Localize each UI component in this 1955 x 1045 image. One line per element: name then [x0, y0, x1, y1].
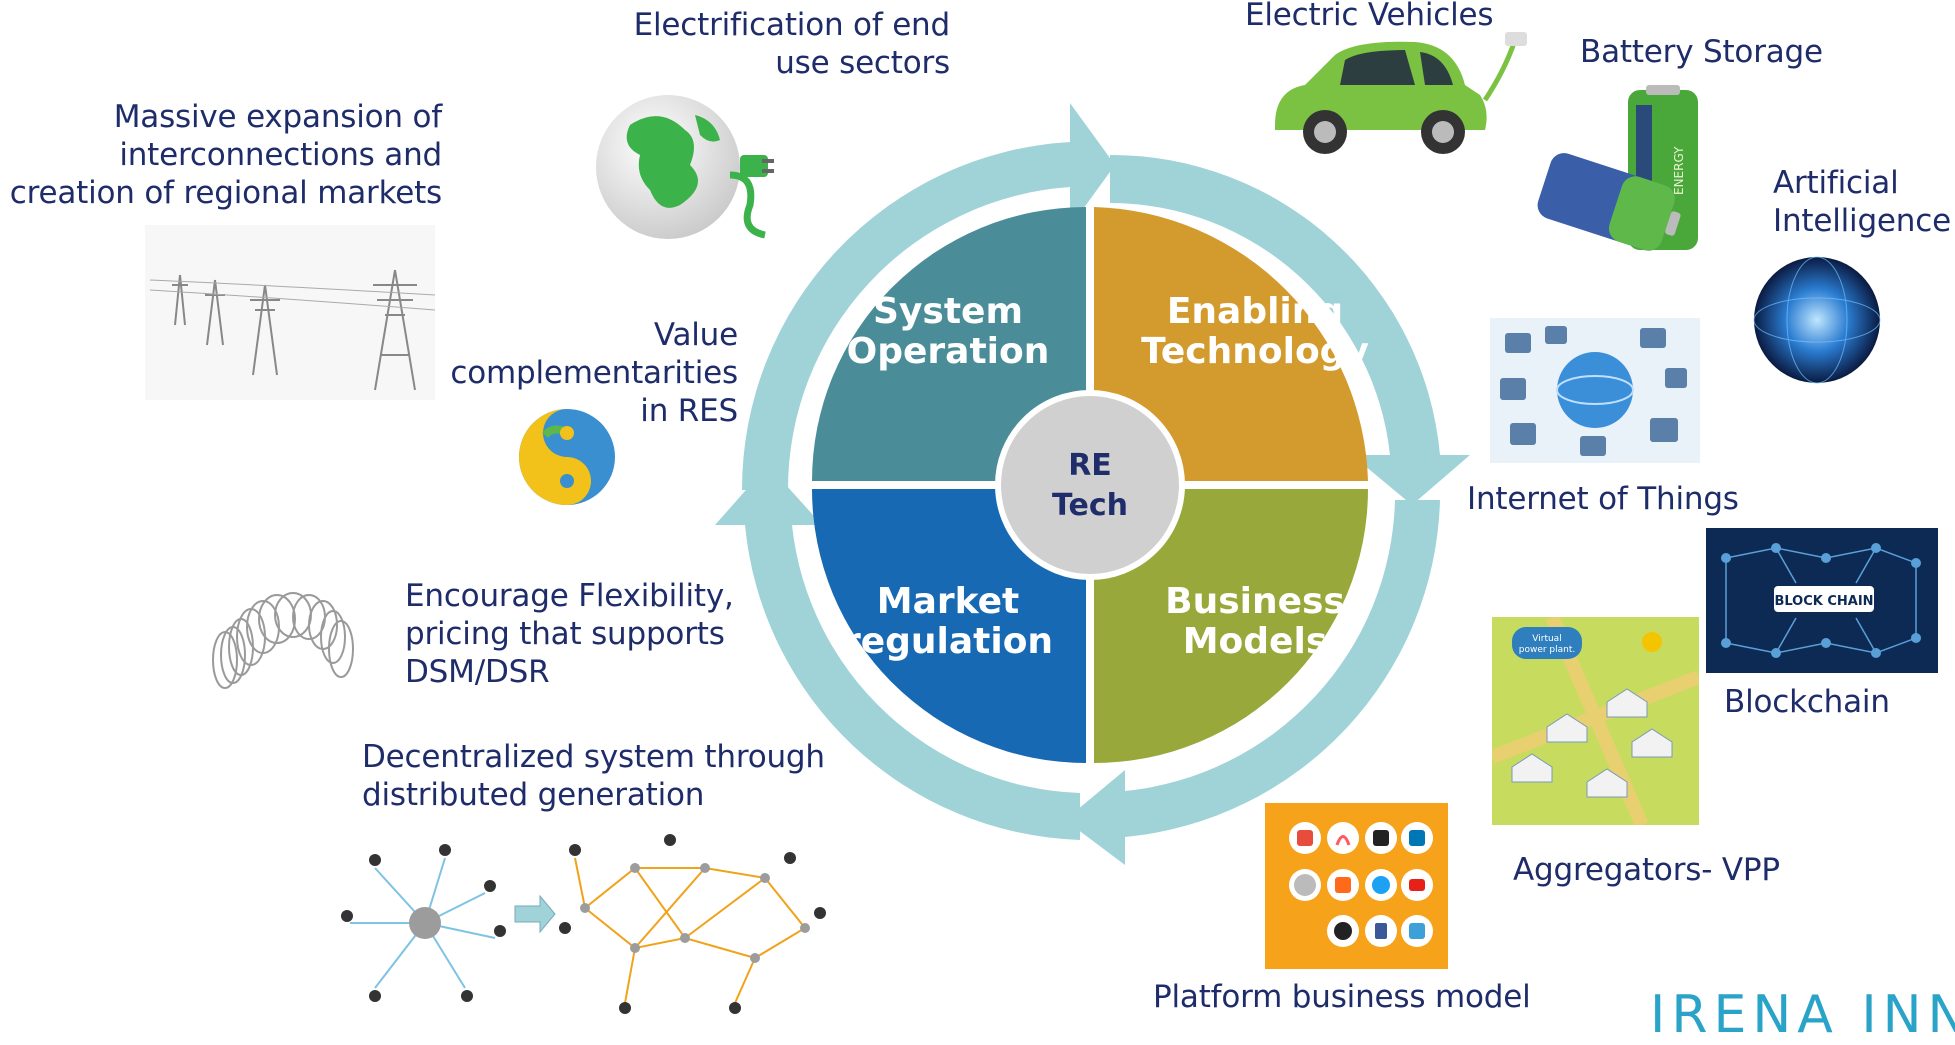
battery-image: ENERGY [1537, 85, 1698, 251]
system-operation-label-line2: Operation [847, 331, 1050, 372]
distributed-network-image [341, 834, 826, 1014]
value-line3: in RES [640, 393, 738, 429]
business-models-label-line2: Models [1183, 621, 1328, 662]
enabling-technology-label-line1: Enabling [1167, 291, 1343, 332]
iot-image [1490, 318, 1700, 463]
transmission-towers-image [145, 225, 435, 400]
platform-apps-image [1265, 803, 1448, 969]
arrow-bottom-right [1065, 500, 1440, 865]
interconnections-line2: interconnections and [119, 137, 442, 173]
electric-car-image [1275, 32, 1527, 154]
re-tech-cycle-diagram: System Operation Enabling Technology Bus… [715, 103, 1470, 865]
quadrant-business-models [1094, 489, 1368, 763]
center-circle [995, 390, 1185, 580]
ai-line2: Intelligence [1773, 203, 1951, 239]
arrow-top-left [741, 103, 1115, 490]
aggregators-label: Aggregators- VPP [1513, 852, 1780, 888]
blockchain-label: Blockchain [1724, 684, 1890, 720]
vpp-text-line1: Virtual [1532, 634, 1561, 644]
flexibility-line3: DSM/DSR [405, 654, 550, 690]
center-label-line1: RE [1068, 448, 1112, 483]
quadrant-enabling-technology [1094, 207, 1368, 481]
decentralized-label: Decentralized system through distributed… [362, 738, 862, 814]
irena-brand-text: IRENA INNO [1650, 985, 1955, 1045]
virtual-power-plant-image: Virtual power plant. [1492, 617, 1699, 825]
iot-label: Internet of Things [1467, 481, 1739, 517]
globe-plug-image [596, 95, 774, 239]
quadrant-system-operation [812, 207, 1086, 481]
blockchain-image: BLOCK CHAIN [1706, 528, 1938, 673]
value-complementarities-label: Value complementarities in RES [430, 316, 738, 430]
arrow-bottom-left [715, 465, 1080, 840]
system-operation-label-line1: System [873, 291, 1023, 332]
business-models-label-line1: Business [1165, 581, 1345, 622]
electrification-line1: Electrification of end [633, 7, 951, 43]
interconnections-line3: creation of regional markets [9, 175, 442, 211]
block-chain-text: BLOCK CHAIN [1774, 594, 1873, 609]
battery-storage-label: Battery Storage [1580, 34, 1823, 70]
spring-image [212, 592, 354, 689]
ai-globe-image [1753, 256, 1881, 384]
arrow-top-right [1110, 154, 1470, 505]
interconnections-line1: Massive expansion of [113, 99, 442, 135]
value-line1: Value [653, 317, 738, 353]
flexibility-line2: pricing that supports [405, 616, 725, 652]
market-regulation-label-line2: regulation [843, 621, 1053, 662]
platform-label: Platform business model [1153, 979, 1531, 1015]
yin-yang-image [519, 409, 615, 505]
battery-energy-text: ENERGY [1672, 146, 1686, 195]
value-line2: complementarities [450, 355, 738, 391]
ai-label: Artificial Intelligence [1773, 164, 1951, 240]
center-label-line2: Tech [1052, 488, 1128, 523]
decentralized-line1: Decentralized system through [362, 739, 825, 775]
flexibility-line1: Encourage Flexibility, [405, 578, 734, 614]
electric-vehicles-label: Electric Vehicles [1245, 0, 1494, 33]
vpp-text-line2: power plant. [1519, 645, 1576, 655]
flexibility-label: Encourage Flexibility, pricing that supp… [405, 577, 765, 691]
interconnections-label: Massive expansion of interconnections an… [0, 98, 442, 212]
enabling-technology-label-line2: Technology [1141, 331, 1369, 372]
ai-line1: Artificial [1773, 165, 1899, 201]
quadrant-market-regulation [812, 489, 1086, 763]
electrification-label: Electrification of end use sectors [560, 6, 951, 82]
decentralized-line2: distributed generation [362, 777, 705, 813]
electrification-line2: use sectors [775, 45, 950, 81]
cycle-arrows [715, 103, 1470, 865]
market-regulation-label-line1: Market [877, 581, 1019, 622]
